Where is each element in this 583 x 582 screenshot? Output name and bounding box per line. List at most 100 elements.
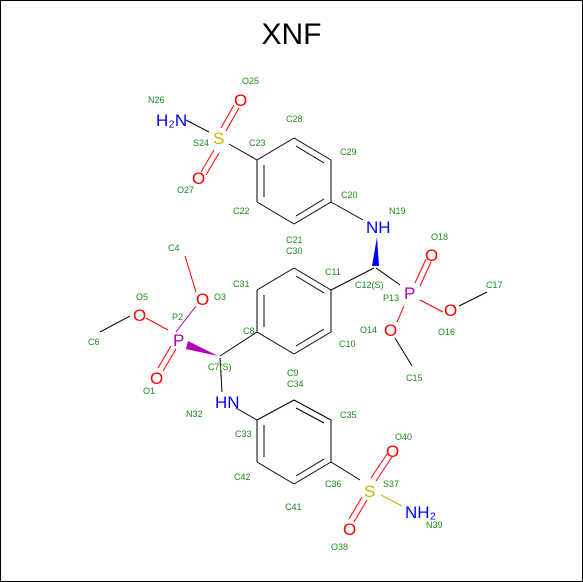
bond	[295, 407, 325, 424]
s-bottom-symbol: S	[364, 482, 375, 501]
bond	[293, 267, 332, 291]
bond	[330, 461, 361, 481]
bond	[293, 461, 332, 485]
atom-label: C21	[286, 235, 303, 245]
bond	[235, 407, 258, 421]
atom-label: O3	[214, 292, 226, 302]
atom-label: C10	[339, 339, 356, 349]
bond	[184, 255, 197, 293]
atom-label: O25	[242, 76, 259, 86]
hn-bottom-symbol: HN	[215, 393, 240, 412]
bond-lines	[99, 104, 488, 523]
atom-label: C33	[235, 429, 252, 439]
atom-label: C11	[325, 267, 341, 277]
atom-labels: N26 O25 C28 S24 C23 C29 O27 C22 C20 N19 …	[88, 76, 503, 552]
bond	[293, 137, 332, 161]
atom-label: C4	[168, 243, 180, 253]
h2n-top-symbol: H₂N	[156, 111, 187, 130]
bond	[256, 461, 295, 485]
atom-symbols: H₂N S O O NH P O O O P O O O HN S O O NH…	[133, 91, 457, 539]
oxygen-symbol: O	[234, 91, 247, 110]
oxygen-symbol: O	[425, 246, 438, 265]
bond	[375, 456, 393, 482]
atom-label: C7(S)	[208, 362, 232, 372]
bond	[293, 201, 332, 225]
bond	[175, 305, 197, 333]
bond	[295, 328, 325, 347]
bond	[458, 291, 488, 307]
bond	[330, 267, 375, 291]
atom-label: O18	[431, 232, 448, 242]
bond	[162, 348, 177, 372]
atom-label: O27	[177, 185, 194, 195]
bond	[219, 357, 223, 393]
atom-label: C34	[287, 379, 304, 389]
p-left-symbol: P	[173, 331, 184, 350]
atom-label: C9	[287, 368, 299, 378]
bond	[414, 258, 427, 284]
oxygen-symbol: O	[196, 290, 209, 309]
bond	[375, 267, 401, 286]
atom-label: C41	[285, 502, 302, 512]
atom-label: O5	[136, 292, 148, 302]
bond	[419, 261, 432, 287]
atom-label: C29	[340, 147, 357, 157]
atom-label: N26	[148, 95, 165, 105]
atom-label: S37	[383, 479, 399, 489]
atom-label: O1	[143, 386, 155, 396]
nh-top-symbol: NH	[366, 218, 391, 237]
atom-label: C15	[406, 373, 423, 383]
atom-label: P13	[383, 293, 399, 303]
oxygen-symbol: O	[444, 301, 457, 320]
bond	[205, 152, 220, 176]
atom-label: C42	[234, 472, 251, 482]
atom-label: N32	[186, 409, 203, 419]
bond	[295, 275, 325, 294]
atom-label: S24	[193, 138, 209, 148]
oxygen-symbol: O	[384, 321, 397, 340]
bond	[293, 331, 332, 355]
s-top-symbol: S	[213, 129, 224, 148]
oxygen-symbol: O	[133, 306, 146, 325]
molecule-title: XNF	[261, 18, 322, 51]
bond	[256, 267, 295, 291]
atom-label: O16	[438, 327, 455, 337]
bond	[380, 494, 403, 507]
bond	[256, 331, 295, 355]
atom-label: C12(S)	[355, 280, 384, 290]
oxygen-symbol: O	[343, 520, 356, 539]
bond	[99, 315, 131, 333]
bond	[396, 305, 405, 323]
atom-label: C20	[341, 190, 358, 200]
bond	[330, 201, 364, 221]
atom-label: C8	[243, 326, 255, 336]
bond	[348, 496, 363, 520]
atom-label: C6	[88, 337, 100, 347]
nh2-bottom-symbol: NH₂	[405, 503, 436, 522]
bond	[295, 458, 325, 477]
bond	[256, 399, 295, 421]
atom-label: N39	[426, 520, 443, 530]
atom-label: C17	[486, 280, 503, 290]
bond	[185, 119, 210, 133]
bond	[225, 107, 240, 132]
oxygen-symbol: O	[192, 169, 205, 188]
bond	[145, 317, 169, 331]
bond	[157, 345, 172, 369]
bond	[394, 337, 413, 367]
bond	[293, 399, 332, 421]
bond	[228, 143, 258, 161]
bond	[219, 331, 258, 357]
atom-label: O38	[331, 542, 348, 552]
oxygen-symbol: O	[386, 442, 399, 461]
atom-label: C23	[249, 138, 266, 148]
oxygen-symbol: O	[150, 369, 163, 388]
wedge-bond	[186, 341, 218, 356]
bond	[295, 145, 325, 164]
atom-label: C22	[233, 206, 250, 216]
bond	[256, 137, 295, 161]
bond	[220, 104, 235, 129]
bond	[370, 453, 388, 479]
